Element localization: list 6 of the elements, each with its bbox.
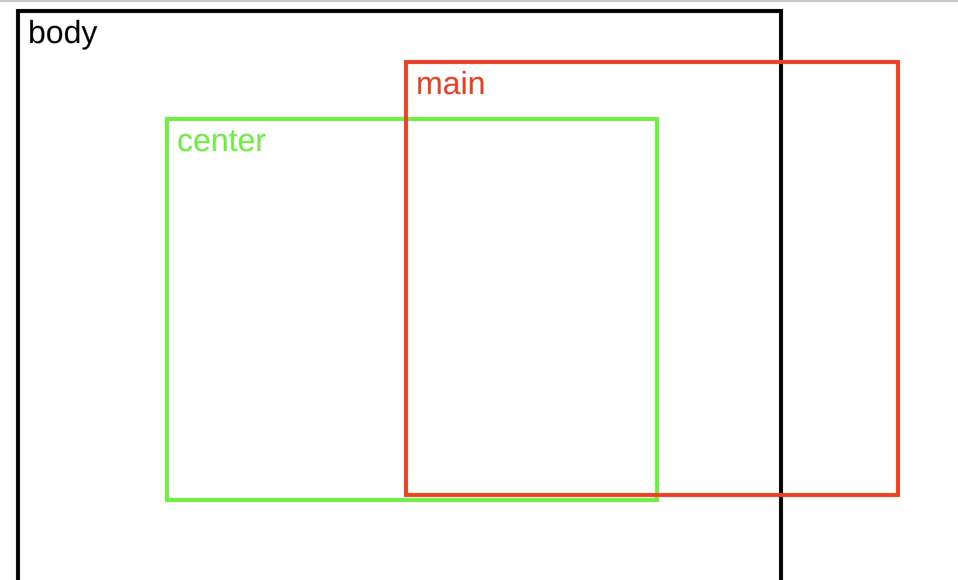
- region-box: [16, 9, 783, 580]
- region-label: body: [28, 13, 98, 51]
- region-box: [404, 60, 900, 497]
- region-box: [165, 117, 659, 502]
- region-label: center: [177, 121, 266, 159]
- region-label: main: [416, 64, 486, 102]
